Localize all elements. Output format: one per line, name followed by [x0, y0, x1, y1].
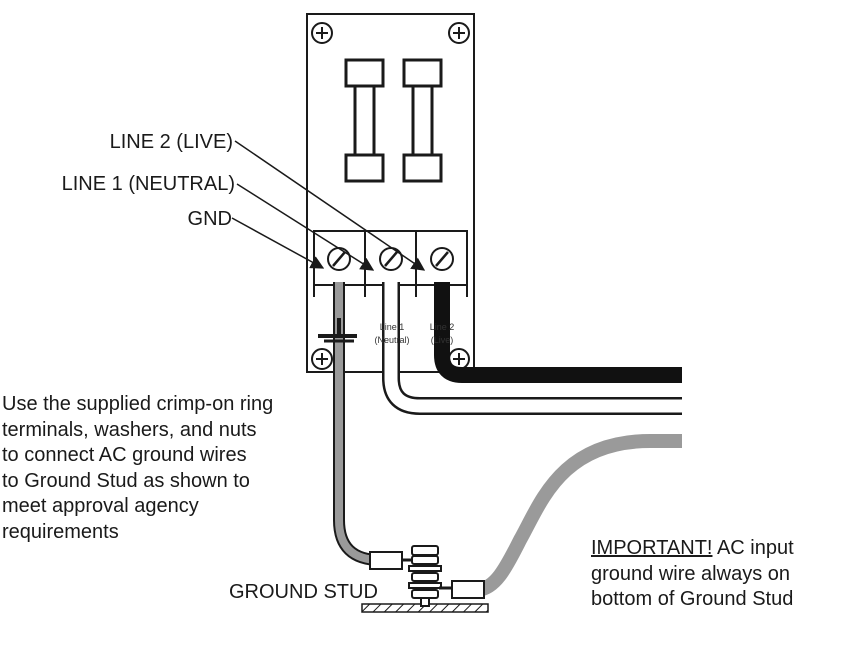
- note-line: Use the supplied crimp-on ring: [2, 393, 274, 415]
- leader-arrows: [231, 140, 426, 271]
- screw-icon: [311, 348, 333, 370]
- important-line-3: bottom of Ground Stud: [591, 588, 794, 610]
- important-line-1-rest: AC input: [712, 537, 794, 559]
- ground-stud: [408, 545, 442, 607]
- terminal-mark-line2: Line 2: [430, 322, 455, 332]
- fuse-icon: [402, 58, 443, 183]
- label-line2-live: LINE 2 (LIVE): [110, 131, 233, 153]
- note-line: terminals, washers, and nuts: [2, 418, 257, 441]
- label-ground-stud: GROUND STUD: [229, 581, 378, 603]
- terminal-mark-line1: Line 1: [380, 322, 405, 332]
- neutral-wire: [382, 282, 682, 415]
- fuse-icon: [344, 58, 385, 183]
- live-wire: [434, 282, 682, 383]
- instruction-note: Use the supplied crimp-on ring terminals…: [2, 392, 273, 545]
- screw-icon: [327, 247, 351, 271]
- terminal-mark-line1-sub: (Neutral): [374, 335, 409, 345]
- note-line: to connect AC ground wires: [2, 444, 247, 466]
- screw-icon: [311, 22, 333, 44]
- terminal-mark-line2-sub: (Live): [431, 335, 454, 345]
- ground-symbol-icon: [318, 318, 357, 343]
- screw-icon: [379, 247, 403, 271]
- important-line-1: IMPORTANT! AC input: [591, 536, 794, 562]
- important-emphasis: IMPORTANT!: [591, 537, 713, 559]
- ring-terminal-icon: [439, 580, 485, 599]
- ring-terminal-icon: [369, 551, 413, 570]
- screw-icon: [430, 247, 454, 271]
- important-line-2: ground wire always on: [591, 562, 790, 585]
- screw-icon: [448, 22, 470, 44]
- note-line: to Ground Stud as shown to: [2, 469, 250, 492]
- note-line: meet approval agency: [2, 495, 199, 517]
- ac-input-ground-wire: [476, 434, 682, 597]
- label-line1-neutral: LINE 1 (NEUTRAL): [62, 173, 235, 195]
- note-line: requirements: [2, 520, 119, 543]
- label-gnd: GND: [188, 208, 232, 230]
- important-note: IMPORTANT! AC input ground wire always o…: [591, 536, 794, 613]
